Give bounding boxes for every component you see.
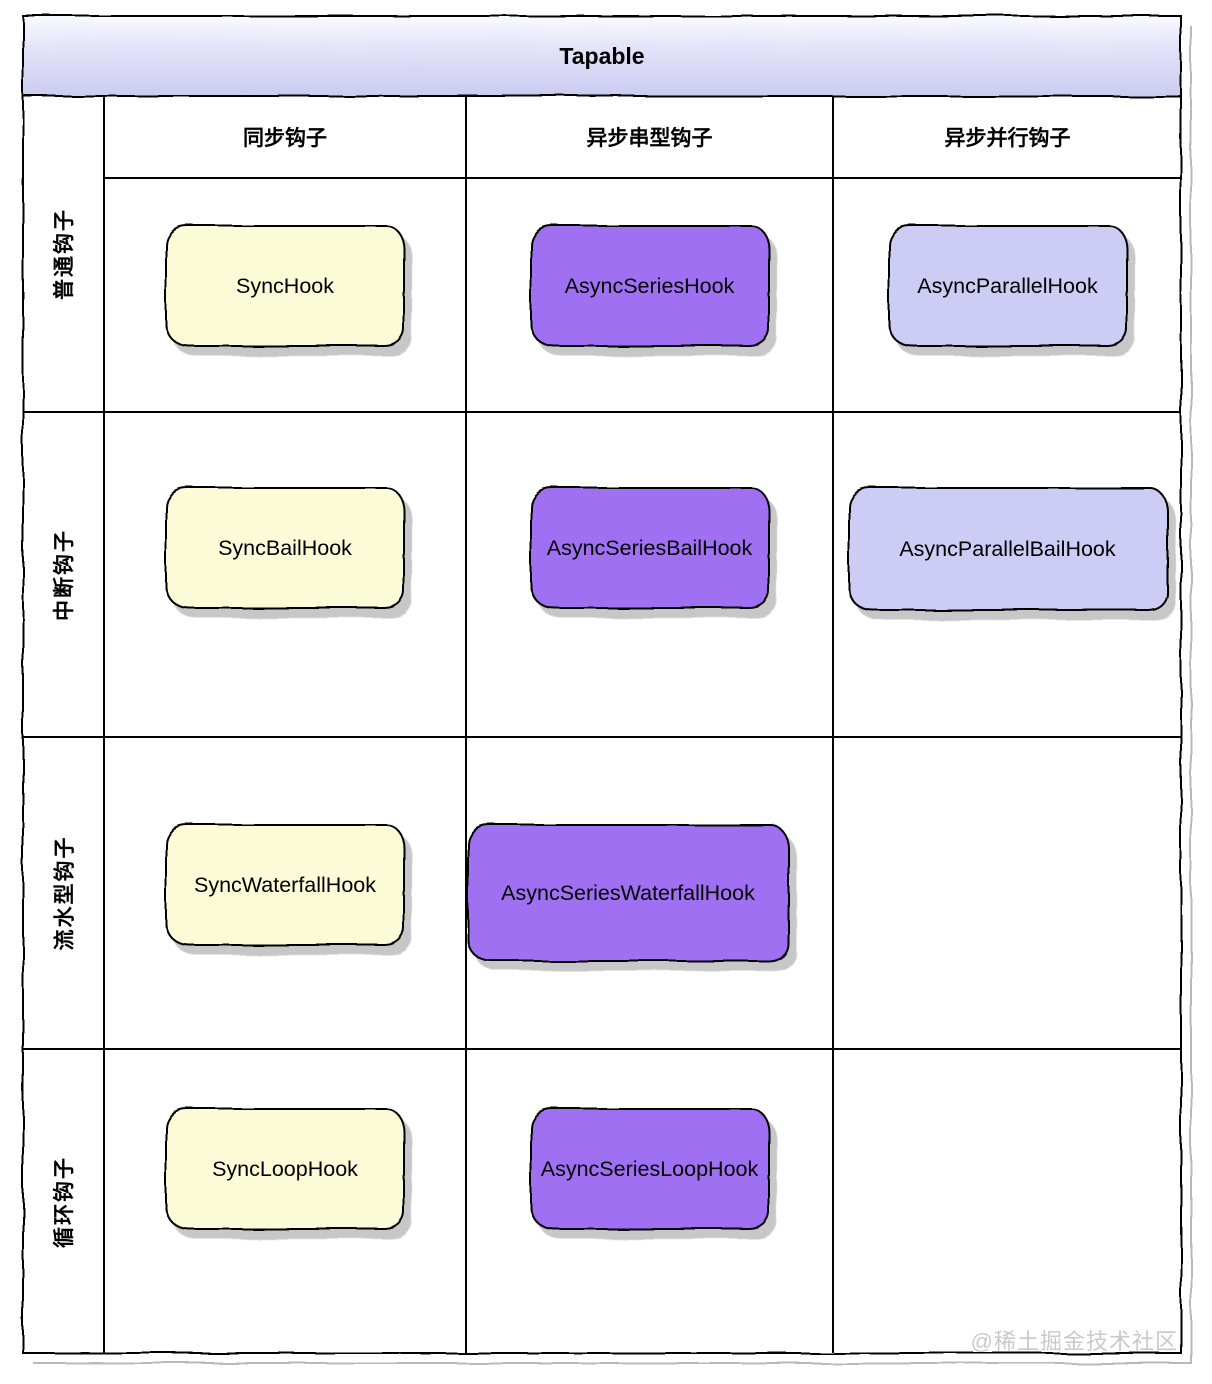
node-background — [165, 487, 405, 609]
node-background — [165, 824, 405, 946]
node-asyncparallelbailhook: AsyncParallelBailHook — [847, 487, 1168, 611]
diagram-title: Tapable — [559, 43, 645, 69]
cell-waterfall-async-series: AsyncSeriesWaterfallHook — [465, 736, 832, 1048]
node-label: SyncHook — [236, 273, 334, 298]
cell-bail-async-parallel: AsyncParallelBailHook — [832, 411, 1181, 736]
column-header-label: 异步并行钩子 — [944, 127, 1071, 150]
node-background — [529, 1108, 770, 1230]
node-syncbailhook: SyncBailHook — [165, 487, 405, 609]
node-label: AsyncSeriesWaterfallHook — [501, 880, 755, 905]
cell-bail-sync: SyncBailHook — [103, 411, 465, 736]
node-asyncserieshook: AsyncSeriesHook — [529, 225, 770, 347]
node-label: AsyncParallelBailHook — [899, 536, 1116, 561]
row-label-waterfall-hooks: 流水型钩子 — [53, 835, 76, 951]
row-label-loop-hooks: 循环钩子 — [53, 1155, 76, 1248]
node-background — [887, 225, 1128, 347]
node-asyncserieswaterfallhook: AsyncSeriesWaterfallHook — [467, 824, 789, 962]
node-label: AsyncSeriesBailHook — [546, 535, 753, 560]
node-syncloophook: SyncLoopHook — [165, 1108, 405, 1230]
column-header-async-series-hooks: 异步串型钩子 — [465, 97, 832, 179]
row-label-cell-loop-hooks: 循环钩子 — [23, 1048, 103, 1353]
cell-normal-sync: SyncHook — [103, 179, 465, 411]
node-label: SyncBailHook — [218, 535, 352, 560]
column-header-sync-hooks: 同步钩子 — [103, 97, 465, 179]
column-header-label: 异步串型钩子 — [586, 127, 713, 150]
node-syncwaterfallhook: SyncWaterfallHook — [165, 824, 405, 946]
cell-normal-async-series: AsyncSeriesHook — [465, 179, 832, 411]
node-label: SyncLoopHook — [212, 1156, 358, 1181]
tapable-diagram: Tapable 普通钩子 同步钩子 异步串型钩子 异步并行钩子 SyncHook — [22, 15, 1192, 1364]
row-label-normal-hooks: 普通钩子 — [53, 208, 76, 300]
cell-loop-async-series: AsyncSeriesLoopHook — [465, 1048, 832, 1353]
node-background — [847, 487, 1168, 611]
title-bar-background — [23, 16, 1181, 97]
cell-normal-async-parallel: AsyncParallelHook — [832, 179, 1181, 411]
cell-loop-sync: SyncLoopHook — [103, 1048, 465, 1353]
node-asyncseriesloophook: AsyncSeriesLoopHook — [529, 1108, 770, 1230]
row-label-cell-bail-hooks: 中断钩子 — [23, 411, 103, 736]
node-label: AsyncSeriesHook — [564, 273, 735, 298]
node-background — [165, 225, 405, 347]
node-label: AsyncSeriesLoopHook — [540, 1156, 759, 1181]
row-label-cell-waterfall-hooks: 流水型钩子 — [23, 736, 103, 1048]
cell-loop-async-parallel-empty — [832, 1048, 1181, 1353]
cell-waterfall-sync: SyncWaterfallHook — [103, 736, 465, 1048]
node-label: SyncWaterfallHook — [193, 872, 376, 897]
node-background — [165, 1108, 405, 1230]
diagram-title-bar: Tapable — [23, 16, 1181, 97]
node-background — [529, 225, 770, 347]
row-label-cell-normal-hooks: 普通钩子 — [23, 97, 103, 411]
node-background — [467, 824, 789, 962]
node-asyncseriesbailhook: AsyncSeriesBailHook — [529, 487, 770, 609]
cell-waterfall-async-parallel-empty — [832, 736, 1181, 1048]
node-synchook: SyncHook — [165, 225, 405, 347]
column-header-label: 同步钩子 — [243, 127, 327, 150]
cell-bail-async-series: AsyncSeriesBailHook — [465, 411, 832, 736]
row-label-bail-hooks: 中断钩子 — [53, 528, 76, 621]
watermark: @稀土掘金技术社区 — [970, 1329, 1178, 1354]
hooks-table: 普通钩子 同步钩子 异步串型钩子 异步并行钩子 SyncHook AsyncSe… — [23, 97, 1181, 1353]
node-background — [529, 487, 770, 609]
column-header-async-parallel-hooks: 异步并行钩子 — [832, 97, 1181, 179]
node-label: AsyncParallelHook — [917, 273, 1098, 298]
node-asyncparallelhook: AsyncParallelHook — [887, 225, 1128, 347]
